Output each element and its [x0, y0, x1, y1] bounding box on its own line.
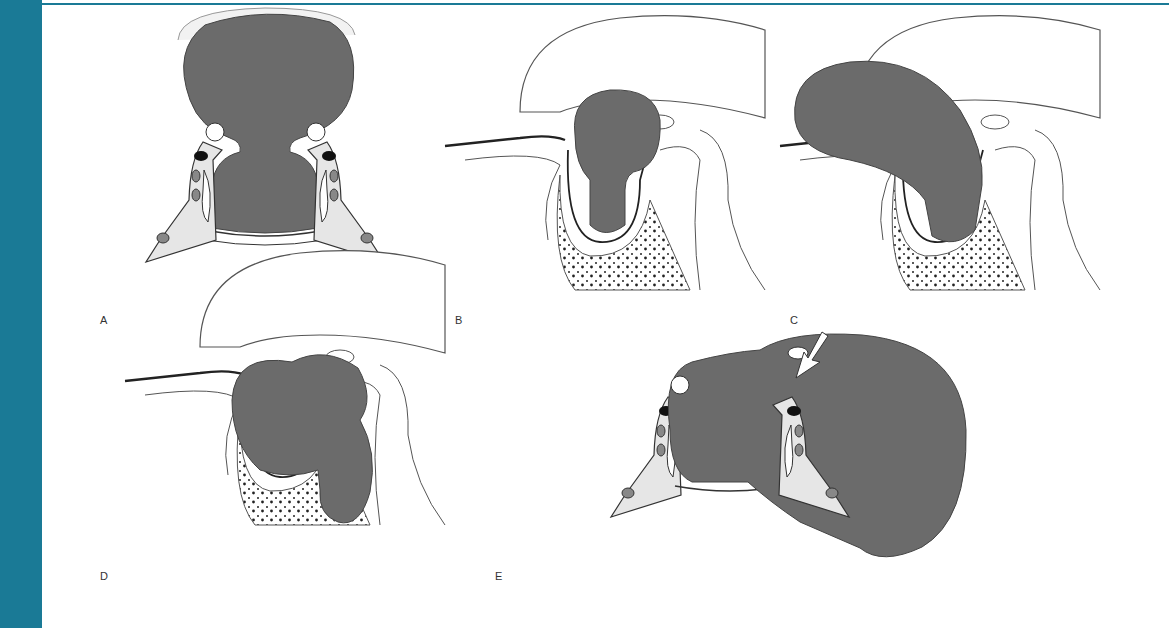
top-rule	[42, 3, 1169, 5]
carotid-circle	[206, 123, 224, 141]
cavernous-sinus	[773, 397, 849, 517]
panel-letter: C	[790, 314, 798, 326]
cavernous-sinus	[308, 142, 384, 262]
sagittal-anatomy	[780, 16, 1100, 290]
carotid-circle	[671, 376, 689, 394]
carotid-circle	[307, 123, 325, 141]
tumor-mass	[795, 61, 983, 242]
sella-floor	[210, 231, 320, 236]
panel-letter: E	[495, 570, 502, 582]
sagittal-anatomy	[445, 16, 765, 290]
panel-letter: D	[100, 570, 108, 582]
cavernous-sinus	[146, 142, 222, 262]
pointer-arrow	[796, 332, 828, 378]
panel-letter: A	[100, 314, 107, 326]
sagittal-anatomy	[125, 251, 445, 525]
panel-letter: B	[455, 314, 462, 326]
tumor-mass	[668, 334, 966, 557]
sella-floor	[206, 240, 324, 245]
tumor-mass	[574, 90, 660, 233]
tumor-mass	[232, 355, 372, 523]
side-bar	[0, 0, 42, 628]
